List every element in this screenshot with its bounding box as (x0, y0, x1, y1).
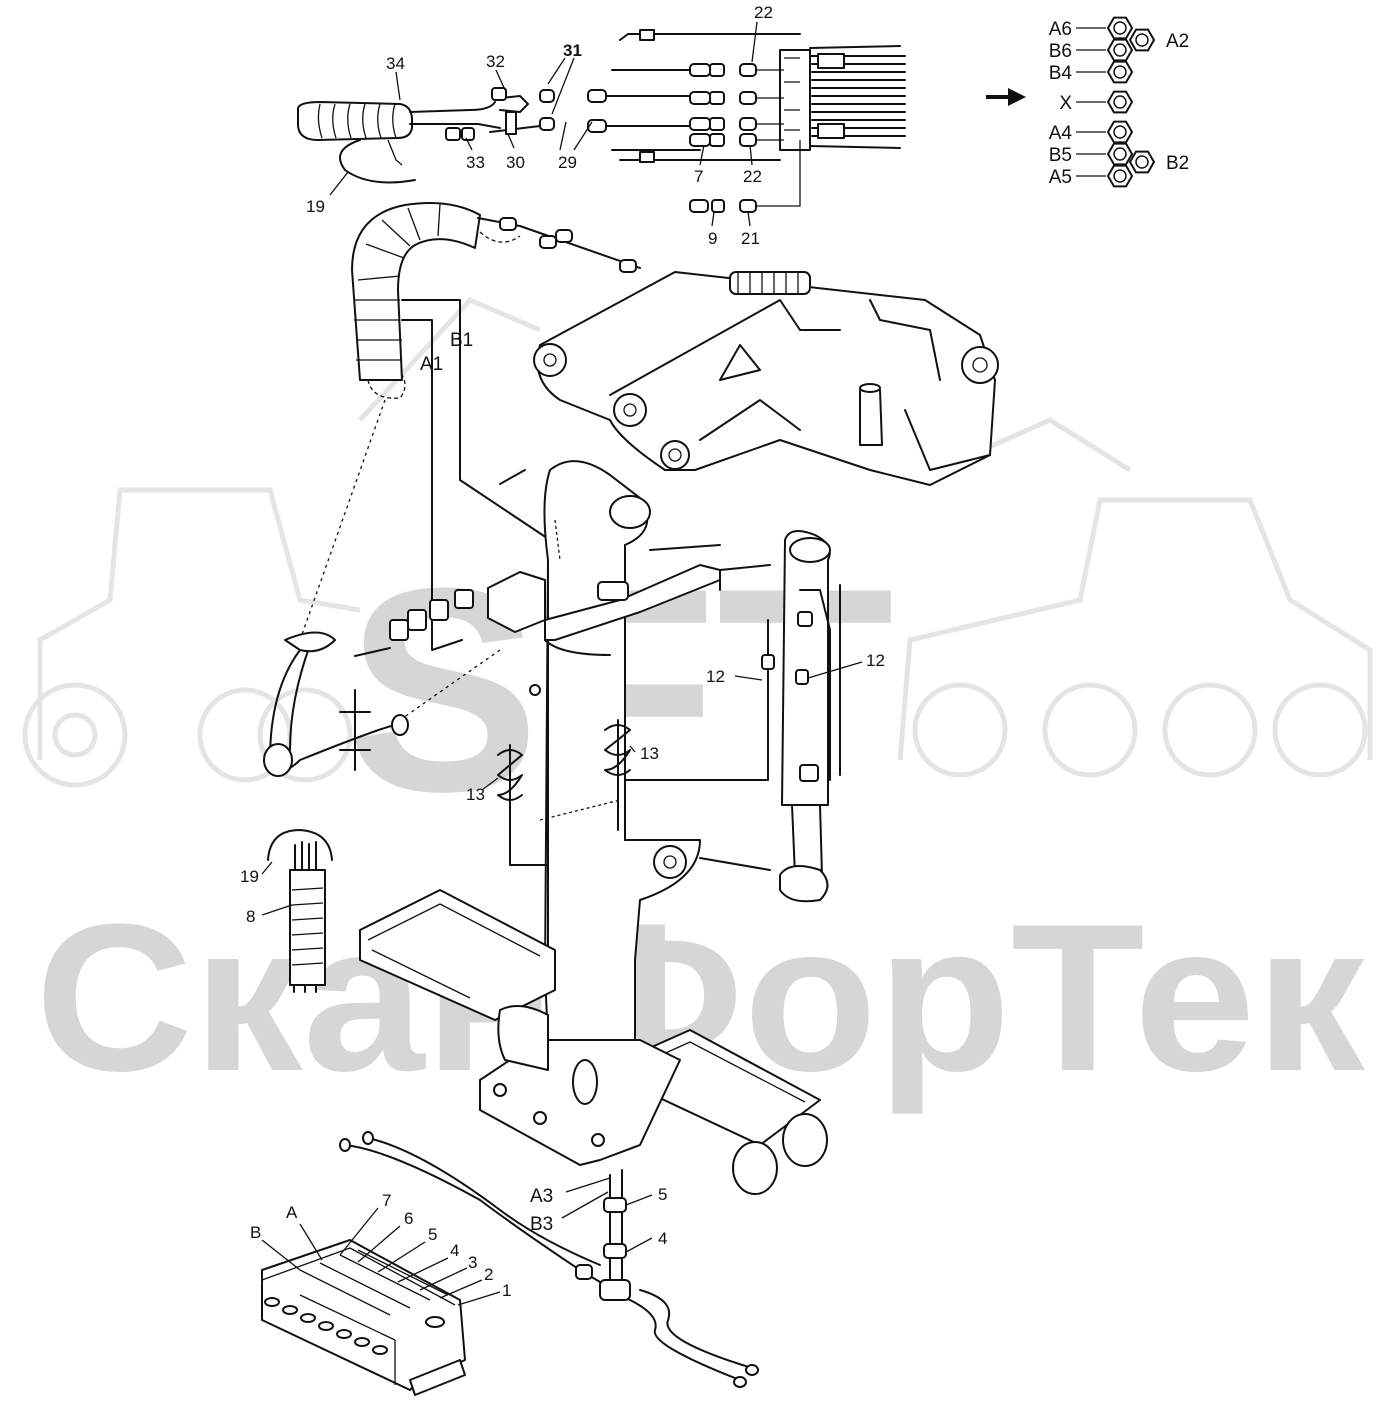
port-label-a4: A4 (1049, 123, 1073, 144)
callout-3: 3 (468, 1253, 477, 1272)
port-hex-a2 (1128, 28, 1156, 52)
right-arrow-icon (986, 88, 1026, 106)
hose-bundle-top (297, 87, 691, 184)
port-label-x: X (1059, 93, 1072, 114)
port-label-b4: B4 (1049, 63, 1073, 84)
valve-fittings (689, 63, 757, 213)
mounting-brackets (354, 469, 771, 696)
callout-A3: A3 (530, 1186, 553, 1207)
hose-loop-upper (351, 202, 641, 399)
callout-1: 1 (502, 1281, 511, 1300)
callout-7-bottom: 7 (382, 1191, 391, 1210)
hose-coils (497, 719, 631, 866)
callout-8: 8 (246, 907, 255, 926)
port-label-b6: B6 (1049, 41, 1072, 62)
port-label-a5: A5 (1049, 167, 1072, 188)
callout-13-left: 13 (466, 785, 485, 804)
port-label-b5: B5 (1049, 145, 1072, 166)
callout-21: 21 (741, 229, 760, 248)
port-hex-b2 (1128, 150, 1156, 174)
port-hex-a4 (1106, 120, 1134, 144)
callout-32: 32 (486, 52, 505, 71)
port-hex-b5 (1106, 142, 1134, 166)
callout-B1: B1 (450, 330, 473, 351)
port-hex-b4-bore (1113, 65, 1127, 79)
port-hex-b6 (1106, 38, 1134, 62)
port-hex-a5 (1106, 164, 1134, 188)
port-hex-b2-bore (1135, 155, 1149, 169)
callout-19-left: 19 (240, 867, 259, 886)
legend-hex-stack (1106, 16, 1156, 188)
callout-B3: B3 (530, 1214, 553, 1235)
control-valve-stack (261, 1239, 466, 1396)
hose-routing-lines (299, 299, 551, 721)
port-label-a2: A2 (1166, 31, 1189, 52)
callout-2: 2 (484, 1265, 493, 1284)
port-hex-a2-bore (1135, 33, 1149, 47)
callout-4-bottom: 4 (450, 1241, 459, 1260)
callout-29: 29 (558, 153, 577, 172)
boom-swing-frame (533, 271, 999, 486)
callout-12-right: 12 (866, 651, 885, 670)
callout-7-top: 7 (694, 167, 703, 186)
hose-loop-left (263, 631, 409, 777)
callout-13-right: 13 (640, 744, 659, 763)
callout-A1: A1 (420, 354, 443, 375)
callout-31: 31 (563, 41, 582, 60)
callout-6: 6 (404, 1209, 413, 1228)
callout-B: B (250, 1223, 261, 1242)
port-hex-b5-bore (1113, 147, 1127, 161)
bottom-hoses (339, 1131, 759, 1388)
base-plate (359, 889, 828, 1195)
port-hex-a4-bore (1113, 125, 1127, 139)
port-label-b2: B2 (1166, 153, 1189, 174)
callout-19-top: 19 (306, 197, 325, 216)
lift-cylinder (624, 530, 841, 903)
port-hex-a6 (1106, 16, 1134, 40)
part-callouts: 34 32 31 33 30 29 22 22 7 9 21 19 B1 A1 … (240, 3, 885, 1300)
watermark-tractor-right-icon (897, 417, 1373, 778)
callout-30: 30 (506, 153, 525, 172)
callout-22-top: 22 (754, 3, 773, 22)
callout-5-bottom: 5 (428, 1225, 437, 1244)
callout-12-left: 12 (706, 667, 725, 686)
callout-9: 9 (708, 229, 717, 248)
port-label-a6: A6 (1049, 19, 1072, 40)
port-hex-b6-bore (1113, 43, 1127, 57)
port-hex-a5-bore (1113, 169, 1127, 183)
callout-22-bottom: 22 (743, 167, 762, 186)
callout-4-right: 4 (658, 1229, 667, 1248)
port-hex-x-bore (1113, 95, 1127, 109)
port-hex-a6-bore (1113, 21, 1127, 35)
callout-A: A (286, 1203, 298, 1222)
hose-bundle-8 (267, 829, 333, 993)
callout-33: 33 (466, 153, 485, 172)
port-hex-x (1106, 90, 1134, 114)
callout-5-right: 5 (658, 1185, 667, 1204)
port-hex-b4 (1106, 60, 1134, 84)
callout-34: 34 (386, 54, 405, 73)
